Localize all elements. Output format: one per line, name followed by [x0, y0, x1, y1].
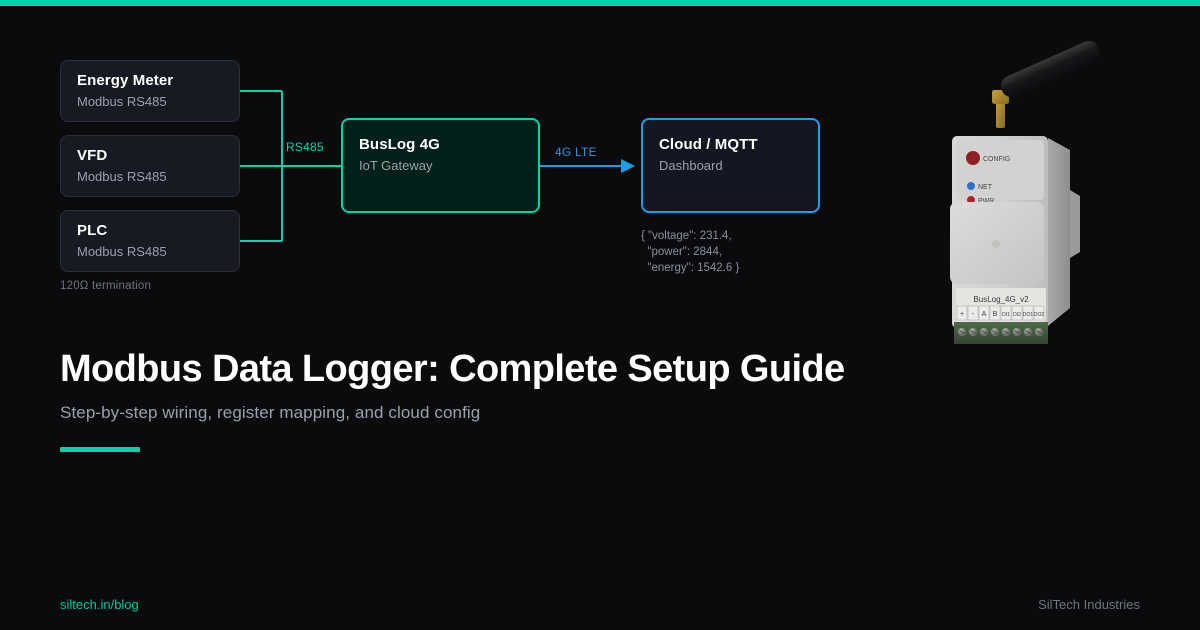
- node-title: PLC: [77, 221, 108, 239]
- terminal-legend-label: DO1: [1023, 312, 1034, 318]
- accent-rule: [60, 446, 140, 452]
- model-label-text: BusLog_4G_v2: [973, 295, 1029, 304]
- net-led-label: NET: [978, 184, 993, 191]
- enclosure-side-rib: [1070, 190, 1080, 258]
- terminal-legend-cell: [1011, 305, 1023, 321]
- footer-brand-name: SilTech Industries: [1038, 597, 1140, 612]
- diagram-node-energy-meter[interactable]: Energy Meter Modbus RS485: [60, 60, 240, 122]
- headline-block: Modbus Data Logger: Complete Setup Guide…: [60, 348, 960, 452]
- mqtt-payload-sample: { "voltage": 231.4, "power": 2844, "ener…: [641, 230, 740, 274]
- terminal-legend-label: +: [960, 311, 964, 318]
- node-subtitle: Modbus RS485: [77, 168, 167, 184]
- edge-label-4g-lte: 4G LTE: [555, 145, 597, 159]
- terminal-legend-label: DI2: [1013, 312, 1021, 318]
- terminal-screw-slot: [1014, 329, 1020, 335]
- terminal-screw-slot: [981, 329, 987, 335]
- diagram-connectors: [240, 90, 635, 242]
- architecture-diagram: Energy Meter Modbus RS485 VFD Modbus RS4…: [60, 41, 1100, 344]
- node-title: VFD: [77, 146, 108, 164]
- terminal-legend-cell: [967, 305, 979, 321]
- node-title: Cloud / MQTT: [659, 136, 758, 153]
- edge-label-rs485: RS485: [286, 140, 324, 154]
- termination-note: 120Ω termination: [60, 280, 152, 292]
- node-title: BusLog 4G: [359, 136, 440, 153]
- terminal-legend-label: B: [993, 311, 998, 318]
- terminal-screws: [957, 327, 1044, 337]
- diagram-node-vfd[interactable]: VFD Modbus RS485: [60, 135, 240, 197]
- rs485-bus-lines: [240, 90, 341, 242]
- node-subtitle: Modbus RS485: [77, 243, 167, 259]
- terminal-legend-cell: [1033, 305, 1045, 321]
- top-accent-bar: [0, 0, 1200, 6]
- terminal-legend-cell: [989, 305, 1001, 321]
- diagram-node-cloud[interactable]: Cloud / MQTT Dashboard: [641, 118, 820, 213]
- net-led: [967, 182, 975, 190]
- page-subtitle: Step-by-step wiring, register mapping, a…: [60, 402, 481, 422]
- page-title: Modbus Data Logger: Complete Setup Guide: [60, 348, 845, 390]
- node-subtitle: IoT Gateway: [359, 158, 433, 173]
- lid-dimple: [992, 240, 1000, 248]
- terminal-legend-cell: [1000, 305, 1012, 321]
- terminal-screw-slot: [1003, 329, 1009, 335]
- terminal-legend-cell: [978, 305, 990, 321]
- config-button[interactable]: [966, 151, 980, 165]
- terminal-legend-label: -: [972, 311, 975, 318]
- terminal-screw-slot: [959, 329, 965, 335]
- terminal-screw-slot: [1025, 329, 1031, 335]
- terminal-legend-cell: [956, 305, 968, 321]
- node-subtitle: Modbus RS485: [77, 93, 167, 109]
- pwr-led-label: PWR: [978, 198, 994, 205]
- led-panel: [956, 140, 1044, 200]
- terminal-legend-cell: [1022, 305, 1034, 321]
- terminal-screw-slot: [970, 329, 976, 335]
- terminal-legend-label: DO2: [1034, 312, 1045, 318]
- antenna: [992, 41, 1100, 128]
- terminal-screw-slot: [992, 329, 998, 335]
- config-button-label: CONFIG: [983, 156, 1010, 163]
- diagram-node-plc[interactable]: PLC Modbus RS485: [60, 210, 240, 272]
- terminal-block: [954, 322, 1048, 344]
- node-title: Energy Meter: [77, 71, 174, 89]
- terminal-screw-slot: [1036, 329, 1042, 335]
- footer: siltech.in/blog SilTech Industries: [60, 597, 1140, 612]
- enclosure-side: [1048, 138, 1070, 326]
- node-subtitle: Dashboard: [659, 158, 723, 173]
- footer-site-link[interactable]: siltech.in/blog: [60, 597, 139, 612]
- terminal-legend-label: A: [982, 311, 987, 318]
- diagram-node-gateway[interactable]: BusLog 4G IoT Gateway: [341, 118, 540, 213]
- terminal-legend-label: DI1: [1002, 312, 1010, 318]
